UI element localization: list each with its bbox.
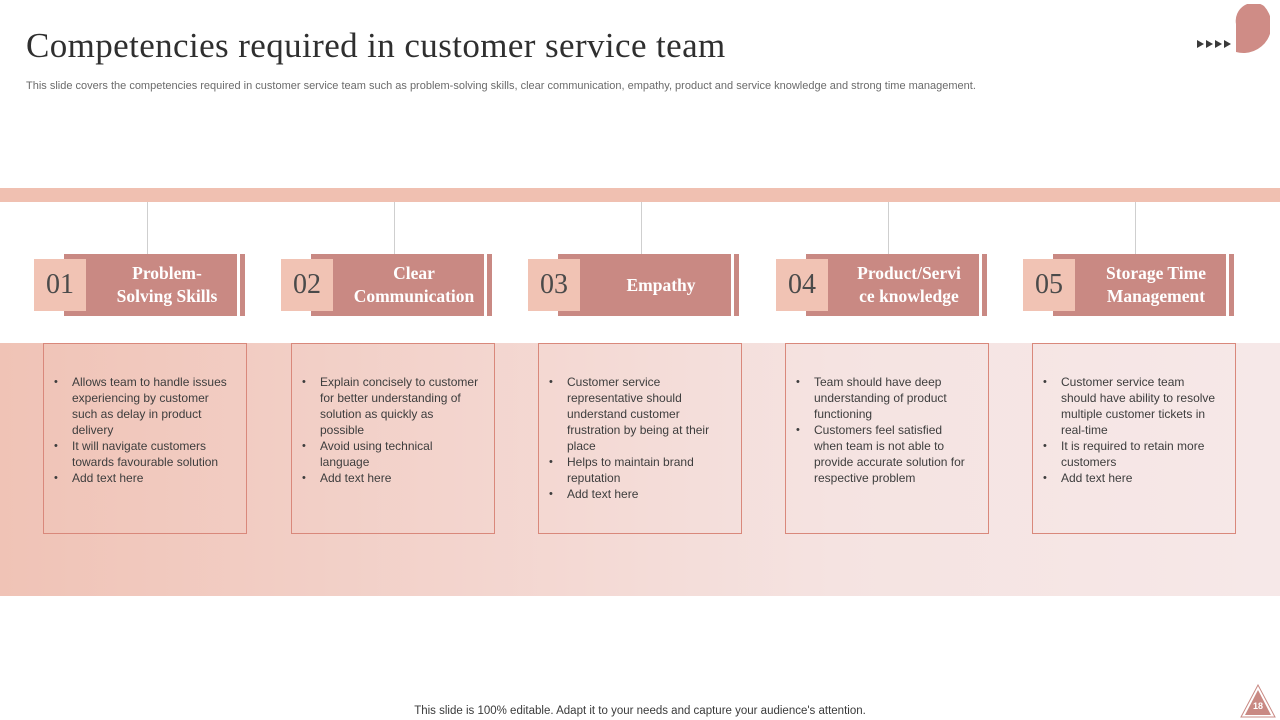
card-header-5: 05 Storage Time Management <box>1023 254 1239 316</box>
card-body-4: Team should have deep understanding of p… <box>785 343 989 534</box>
header-edge <box>982 254 987 316</box>
decorative-arrows-logo-icon <box>1197 4 1270 53</box>
footer-note: This slide is 100% editable. Adapt it to… <box>414 705 866 717</box>
card-body-5: Customer service team should have abilit… <box>1032 343 1236 534</box>
bullet-item: Add text here <box>1043 470 1221 486</box>
header-edge <box>487 254 492 316</box>
bullet-item: Explain concisely to customer for better… <box>302 374 480 438</box>
card-body-1: Allows team to handle issues experiencin… <box>43 343 247 534</box>
connector-line <box>888 202 889 255</box>
bullet-item: Customers feel satisfied when team is no… <box>796 422 974 486</box>
bullet-item: Add text here <box>54 470 232 486</box>
card-number: 02 <box>281 259 333 311</box>
card-title: Clear Communication <box>353 263 475 306</box>
card-header-3: 03 Empathy <box>528 254 744 316</box>
card-title: Storage Time Management <box>1106 263 1206 306</box>
header-edge <box>1229 254 1234 316</box>
header-bar <box>1053 254 1226 316</box>
card-title: Product/Servi ce knowledge <box>857 263 961 306</box>
slide-title: Competencies required in customer servic… <box>26 26 726 65</box>
connector-line <box>147 202 148 255</box>
bullet-item: Team should have deep understanding of p… <box>796 374 974 422</box>
card-number: 03 <box>528 259 580 311</box>
bullet-item: Customer service team should have abilit… <box>1043 374 1221 438</box>
bullet-item: It will navigate customers towards favou… <box>54 438 232 470</box>
header-bar <box>64 254 237 316</box>
bullet-item: It is required to retain more customers <box>1043 438 1221 470</box>
connector-line <box>394 202 395 255</box>
header-bar <box>311 254 484 316</box>
card-number: 04 <box>776 259 828 311</box>
header-bar <box>558 254 731 316</box>
header-edge <box>240 254 245 316</box>
header-bar <box>806 254 979 316</box>
bullet-item: Allows team to handle issues experiencin… <box>54 374 232 438</box>
header-edge <box>734 254 739 316</box>
card-header-4: 04 Product/Servi ce knowledge <box>776 254 992 316</box>
card-number: 01 <box>34 259 86 311</box>
card-body-3: Customer service representative should u… <box>538 343 742 534</box>
card-body-2: Explain concisely to customer for better… <box>291 343 495 534</box>
bullet-item: Customer service representative should u… <box>549 374 727 454</box>
card-number: 05 <box>1023 259 1075 311</box>
connector-line <box>641 202 642 255</box>
bullet-item: Add text here <box>549 486 727 502</box>
slide-subtitle: This slide covers the competencies requi… <box>26 80 976 92</box>
connector-line <box>1135 202 1136 255</box>
card-title: Empathy <box>626 274 696 295</box>
bullet-item: Avoid using technical language <box>302 438 480 470</box>
page-number-badge-icon <box>1240 684 1276 718</box>
bullet-item: Add text here <box>302 470 480 486</box>
card-title: Problem- Solving Skills <box>116 263 218 306</box>
page-number: 18 <box>1252 701 1263 711</box>
timeline-band <box>0 188 1280 202</box>
card-header-1: 01 Problem- Solving Skills <box>34 254 250 316</box>
card-header-2: 02 Clear Communication <box>281 254 497 316</box>
bullet-item: Helps to maintain brand reputation <box>549 454 727 486</box>
